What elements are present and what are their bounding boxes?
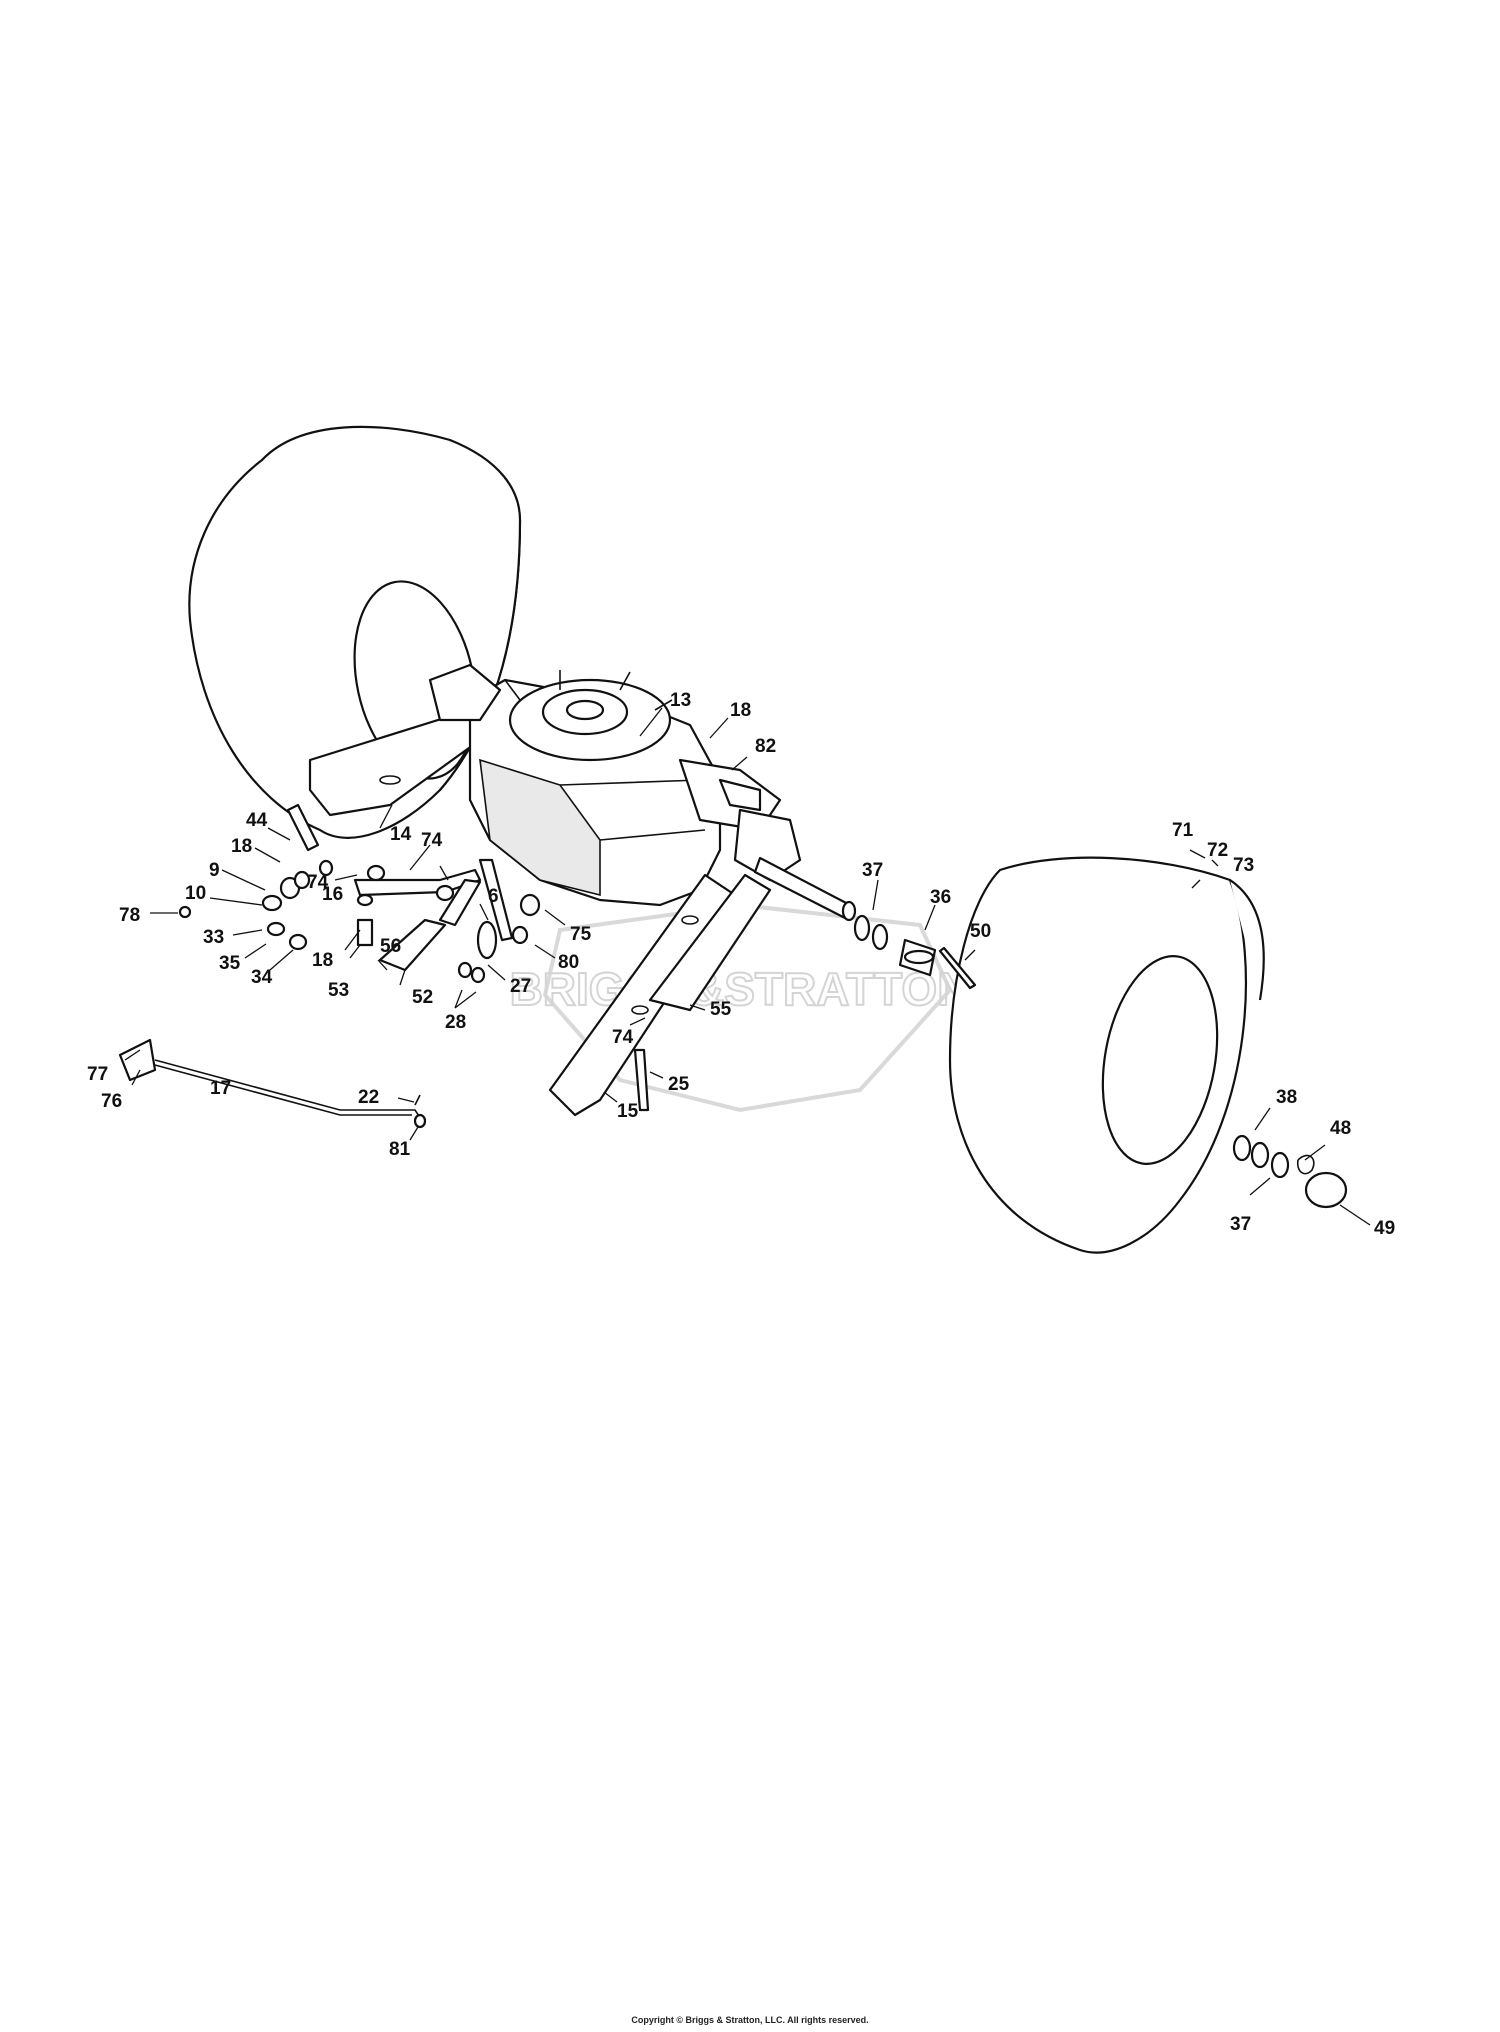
callout-27: 27 <box>510 976 531 997</box>
copyright-notice: Copyright © Briggs & Stratton, LLC. All … <box>631 2015 869 2025</box>
callout-18: 18 <box>730 700 751 721</box>
callout-56: 56 <box>380 936 401 957</box>
callout-33: 33 <box>203 927 224 948</box>
callout-73: 73 <box>1233 855 1254 876</box>
callout-37: 37 <box>862 860 883 881</box>
watermark-text: BRIGGS&STRATTON <box>510 963 971 1015</box>
callout-72: 72 <box>1207 840 1228 861</box>
callout-13: 13 <box>670 690 691 711</box>
callout-74: 18 <box>312 950 333 971</box>
right-rear-tire <box>948 856 1265 1254</box>
callout-76: 76 <box>101 1091 122 1112</box>
callout-36: 36 <box>930 887 951 908</box>
callout-18: 18 <box>231 836 252 857</box>
callout-15: 15 <box>617 1101 639 1122</box>
callout-49: 49 <box>1374 1218 1395 1239</box>
callout-9: 9 <box>209 860 220 881</box>
callout-38: 38 <box>1276 1087 1297 1108</box>
callout-17: 17 <box>210 1078 231 1099</box>
callout-14: 14 <box>390 824 412 845</box>
callout-48: 48 <box>1330 1118 1351 1139</box>
callout-labels: 13 18 82 14 44 18 9 10 78 33 35 34 16 74… <box>87 690 1395 1239</box>
callout-28: 28 <box>445 1012 466 1033</box>
callout-74: 16 <box>322 884 343 905</box>
callout-81: 81 <box>389 1139 411 1160</box>
callout-18: 74 <box>421 830 443 851</box>
brand-watermark: BRIGGS&STRATTON <box>509 902 971 1113</box>
callout-80: 80 <box>558 952 579 973</box>
control-linkage <box>353 858 541 984</box>
callout-78: 78 <box>119 905 140 926</box>
callout-82: 82 <box>755 736 776 757</box>
callout-34: 34 <box>251 967 273 988</box>
callout-22: 22 <box>358 1087 379 1108</box>
callout-75: 75 <box>570 924 592 945</box>
callout-53: 53 <box>328 980 349 1001</box>
callout-52: 52 <box>412 987 433 1008</box>
callout-16: 74 <box>307 872 329 893</box>
transaxle-assembly <box>428 663 857 922</box>
callout-25: 25 <box>668 1074 690 1095</box>
callout-6: 6 <box>488 886 499 907</box>
callout-74: 74 <box>612 1027 634 1048</box>
callout-77: 77 <box>87 1064 108 1085</box>
mounting-brackets <box>548 873 772 1117</box>
callout-37: 37 <box>1230 1214 1251 1235</box>
callout-35: 35 <box>219 953 241 974</box>
small-hardware <box>178 803 455 951</box>
callout-71: 71 <box>1172 820 1194 841</box>
callout-10: 10 <box>185 883 206 904</box>
callout-55: 55 <box>710 999 732 1020</box>
callout-44: 44 <box>246 810 268 831</box>
callout-50: 50 <box>970 921 991 942</box>
leader-lines <box>124 707 1371 1226</box>
control-rod <box>118 1038 427 1129</box>
axle-hardware <box>853 914 1348 1209</box>
